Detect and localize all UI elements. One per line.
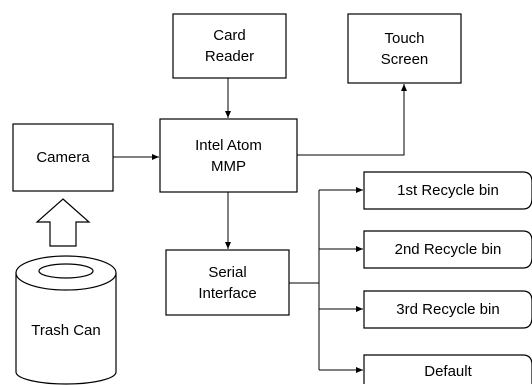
serial-interface-label: Serial Interface xyxy=(166,250,289,315)
bin2-box xyxy=(363,230,532,269)
intel-atom-label: Intel Atom MMP xyxy=(160,119,297,192)
bin1-box xyxy=(363,171,532,210)
serial-interface-line1: Serial xyxy=(208,263,247,281)
serial-interface-box xyxy=(165,249,290,316)
touch-screen-line2: Screen xyxy=(380,50,429,68)
serial-interface-line2: Interface xyxy=(198,284,257,302)
card-reader-box xyxy=(172,13,287,79)
bin2-line1: 2nd Recycle bin xyxy=(394,241,502,258)
camera-line1: Camera xyxy=(36,149,90,166)
trash-can-line1: Trash Can xyxy=(31,321,101,339)
intel-atom-line2: MMP xyxy=(211,157,246,175)
camera-label: Camera xyxy=(13,124,113,191)
card-reader-line1: Card xyxy=(213,27,246,44)
card-reader-label: Card Reader xyxy=(173,14,286,78)
trash-can-cylinder xyxy=(15,255,117,385)
default-label: Default xyxy=(364,358,532,385)
camera-box xyxy=(12,123,114,192)
intel-atom-line1: Intel Atom xyxy=(195,136,262,154)
touch-screen-box xyxy=(347,13,462,84)
intel-atom-box xyxy=(159,118,298,193)
card-reader-line2: Reader xyxy=(204,48,255,65)
touch-screen-line1: Touch xyxy=(384,29,425,47)
bin3-label: 3rd Recycle bin xyxy=(364,291,532,328)
touch-screen-label: Touch Screen xyxy=(348,14,461,83)
bin1-line1: 1st Recycle bin xyxy=(397,182,499,199)
trash-can-label: Trash Can xyxy=(16,310,116,350)
bin3-box xyxy=(363,290,532,329)
bin3-line1: 3rd Recycle bin xyxy=(396,301,500,318)
bin1-label: 1st Recycle bin xyxy=(364,172,532,209)
up-arrow-icon xyxy=(35,198,91,247)
default-line1: Default xyxy=(424,363,472,380)
bin2-label: 2nd Recycle bin xyxy=(364,231,532,268)
intel-to-touch-arrow xyxy=(297,84,407,156)
